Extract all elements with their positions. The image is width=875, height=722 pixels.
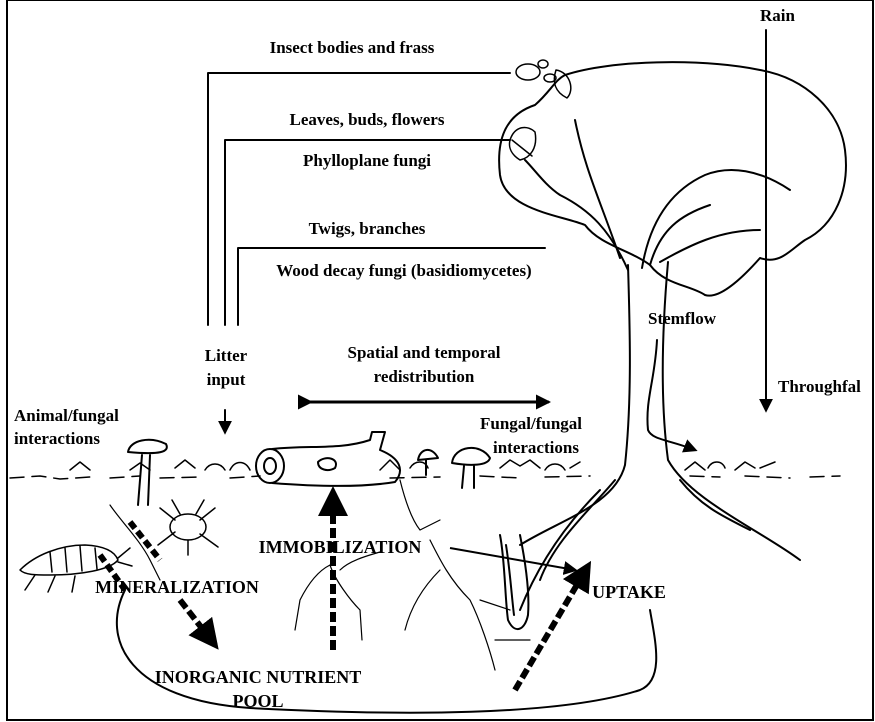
label-immobilization: IMMOBILIZATION [259, 537, 422, 557]
immobilization-to-uptake-line [450, 548, 575, 570]
log-icon [256, 432, 400, 486]
insect-icon [516, 60, 571, 98]
tree-branch-5 [650, 205, 710, 265]
label-fungal-fungal-1: Fungal/fungal [480, 414, 582, 433]
label-pool-2: POOL [232, 691, 283, 711]
stemflow-line [647, 340, 695, 450]
hyphae [110, 480, 530, 670]
label-litter-1: Litter [205, 346, 248, 365]
label-mineralization: MINERALIZATION [95, 577, 259, 597]
label-spatial-1: Spatial and temporal [347, 343, 500, 362]
tree-branch-3 [660, 230, 760, 262]
label-insect: Insect bodies and frass [270, 38, 435, 57]
tree-branch-2 [642, 170, 790, 268]
uptake-arrow [515, 566, 588, 690]
label-animal-fungal-1: Animal/fungal [14, 406, 119, 425]
label-leaves: Leaves, buds, flowers [290, 110, 445, 129]
tree-canopy-outline [499, 62, 846, 295]
label-phylloplane: Phylloplane fungi [303, 151, 431, 170]
label-animal-fungal-2: interactions [14, 429, 100, 448]
label-stemflow: Stemflow [648, 309, 717, 328]
label-uptake: UPTAKE [592, 582, 666, 602]
mineralization-down-arrow [180, 600, 215, 645]
root-tip-icon [500, 535, 528, 629]
label-fungal-fungal-2: interactions [493, 438, 579, 457]
mushroom-left [128, 440, 167, 505]
tree [499, 62, 846, 610]
label-litter-2: input [207, 370, 246, 389]
mineralization-cross-1 [130, 522, 160, 560]
label-wood-decay: Wood decay fungi (basidiomycetes) [276, 261, 531, 280]
soil-zone-outline [117, 590, 656, 713]
mushroom-right [452, 448, 490, 488]
tree-trunk-left [520, 265, 630, 545]
label-pool-1: INORGANIC NUTRIENT [155, 667, 362, 687]
label-throughfall: Throughfal [778, 377, 861, 396]
tree-trunk-right [663, 262, 800, 560]
label-twigs: Twigs, branches [309, 219, 426, 238]
tree-branch-1 [525, 160, 628, 270]
twigs-input-line [238, 248, 545, 325]
leaf-icon [509, 127, 535, 160]
label-spatial-2: redistribution [374, 367, 475, 386]
label-rain: Rain [760, 6, 796, 25]
mite-icon [158, 500, 218, 555]
